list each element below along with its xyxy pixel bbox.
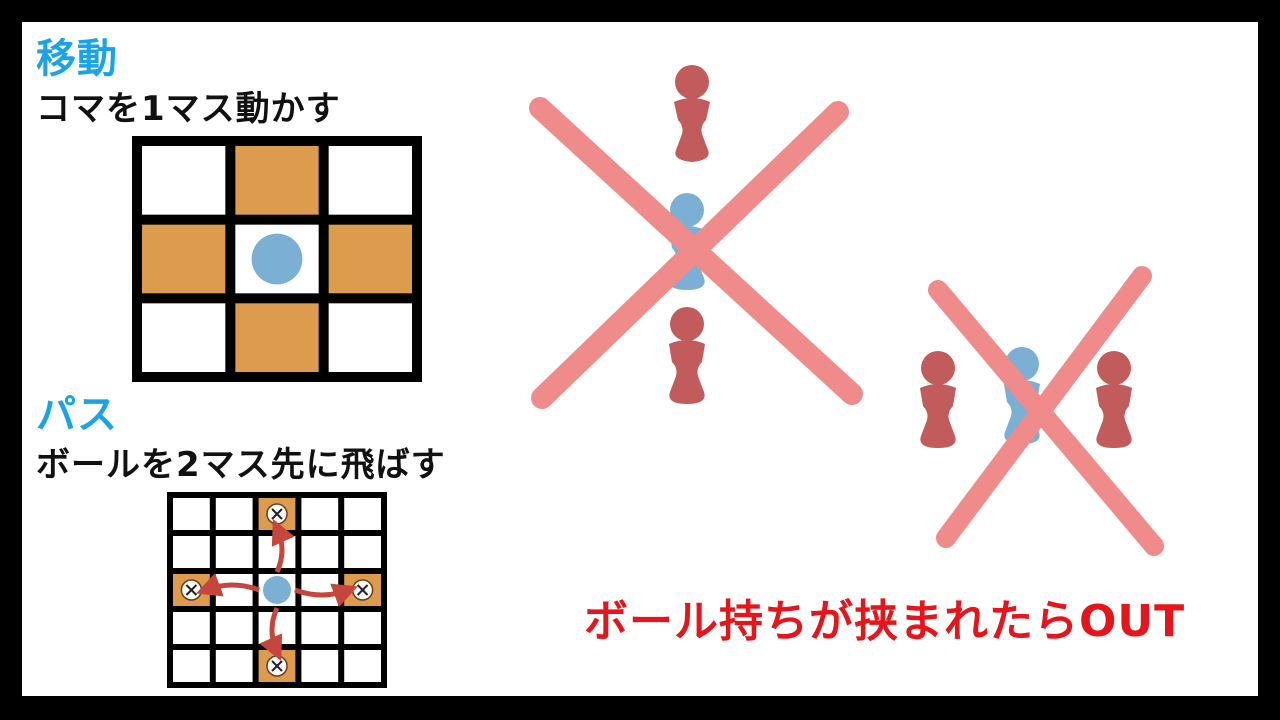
- board-cell: [173, 612, 210, 644]
- move-target-cell: [235, 146, 319, 215]
- board-cell: [301, 574, 339, 606]
- board-cell: [301, 650, 339, 682]
- board-cell: [142, 146, 226, 215]
- move-heading: 移動: [36, 36, 118, 82]
- pass-grid: [167, 492, 387, 688]
- board-cell: [173, 498, 210, 530]
- board-cell: [344, 650, 381, 682]
- move-target-cell: [235, 303, 319, 372]
- opponent-piece-right: [1096, 351, 1132, 448]
- move-description: コマを1マス動かす: [36, 89, 341, 129]
- pass-arrow: [271, 518, 295, 574]
- pass-heading: パス: [36, 392, 118, 438]
- board-cell: [215, 612, 253, 644]
- board-cell: [215, 650, 253, 682]
- target-marker: [180, 579, 203, 601]
- vertical-sandwich-illustration: [529, 65, 863, 409]
- target-marker: [266, 503, 288, 525]
- board-cell: [328, 303, 412, 372]
- pass-description: ボールを2マス先に飛ばす: [36, 445, 446, 485]
- move-target-cell: [328, 224, 412, 294]
- horizontal-sandwich-illustration: [920, 266, 1164, 556]
- board-cell: [301, 498, 339, 530]
- board-cell: [215, 498, 253, 530]
- ball: [263, 576, 291, 604]
- board-cell: [301, 612, 339, 644]
- opponent-piece-left: [920, 351, 956, 448]
- pass-arrow: [196, 573, 260, 597]
- rules-canvas: 移動 コマを1マス動かす パス ボールを2マス先に飛ばす: [22, 22, 1258, 696]
- target-marker: [351, 579, 374, 601]
- cross-mark: [529, 97, 863, 409]
- opponent-piece-bottom: [669, 307, 705, 404]
- move-target-cell: [142, 224, 226, 294]
- board-cell: [301, 536, 339, 568]
- target-marker: [266, 655, 288, 677]
- board-cell: [258, 612, 296, 644]
- pass-arrow: [259, 606, 283, 662]
- move-grid: [132, 136, 422, 382]
- board-cell: [344, 536, 381, 568]
- board-cell: [173, 650, 210, 682]
- board-cell: [173, 536, 210, 568]
- board-cell: [344, 498, 381, 530]
- board-cell: [328, 146, 412, 215]
- pass-arrow: [294, 583, 358, 607]
- board-cell: [142, 303, 226, 372]
- opponent-piece-top: [674, 65, 710, 162]
- board-cell: [258, 536, 296, 568]
- out-rule-text: ボール持ちが挟まれたらOUT: [584, 596, 1186, 647]
- board-cell: [344, 612, 381, 644]
- board-cell: [215, 536, 253, 568]
- cross-mark: [928, 266, 1164, 556]
- ball-piece: [251, 233, 303, 285]
- board-cell: [215, 574, 253, 606]
